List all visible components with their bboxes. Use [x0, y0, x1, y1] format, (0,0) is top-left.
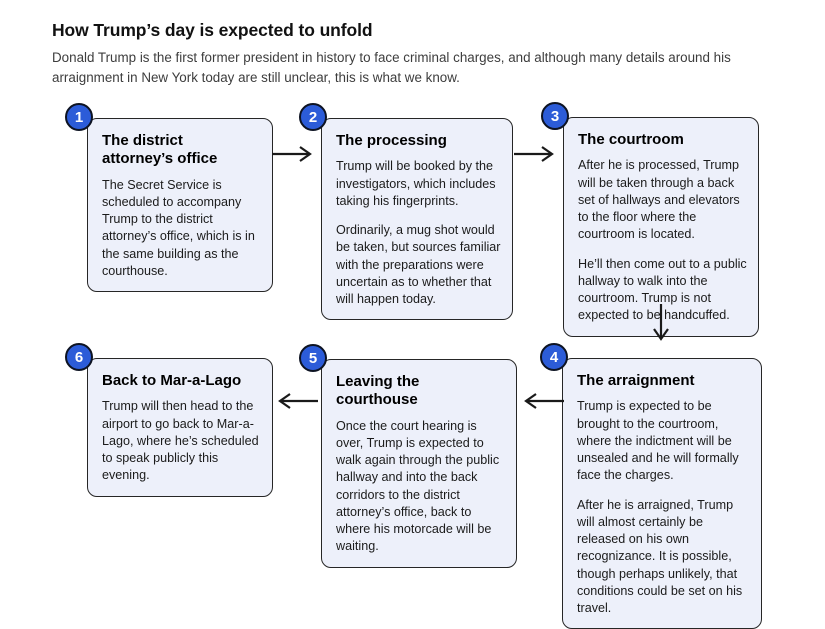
step-card-courtroom: 3 The courtroom After he is processed, T… [541, 102, 759, 337]
arrow-left-icon [272, 391, 318, 411]
step-paragraph: The Secret Service is scheduled to accom… [102, 177, 255, 278]
step-number-badge: 6 [65, 343, 93, 371]
arrow-right-icon [514, 144, 560, 164]
arrow-right-icon [272, 144, 318, 164]
step-paragraph: Trump will be booked by the investigator… [336, 159, 496, 208]
step-title: The district attorney’s office [102, 132, 218, 168]
step-number-badge: 5 [299, 344, 327, 372]
arrow-left-icon [518, 391, 564, 411]
step-title: The processing [336, 132, 447, 149]
step-paragraph: Once the court hearing is over, Trump is… [336, 418, 500, 554]
page-title: How Trump’s day is expected to unfold [52, 19, 373, 40]
page-subtitle: Donald Trump is the first former preside… [52, 50, 731, 86]
step-number-badge: 2 [299, 103, 327, 131]
step-card-leaving-courthouse: 5 Leaving the courthouse Once the court … [299, 344, 517, 568]
step-body: Trump is expected to be brought to the c… [577, 398, 750, 617]
step-paragraph: Ordinarily, a mug shot would be taken, b… [336, 223, 501, 307]
step-number-badge: 1 [65, 103, 93, 131]
step-paragraph: After he is processed, Trump will be tak… [578, 158, 740, 242]
step-title: The arraignment [577, 372, 695, 389]
step-paragraph: Trump will then head to the airport to g… [102, 399, 259, 483]
step-body: Trump will be booked by the investigator… [336, 158, 501, 308]
step-number-badge: 4 [540, 343, 568, 371]
step-body: After he is processed, Trump will be tak… [578, 157, 747, 324]
step-body: Once the court hearing is over, Trump is… [336, 418, 505, 556]
step-card-district-attorneys-office: 1 The district attorney’s office The Sec… [65, 103, 273, 293]
step-title: The courtroom [578, 131, 684, 148]
step-title: Back to Mar-a-Lago [102, 372, 242, 389]
step-title: Leaving the courthouse [336, 373, 420, 409]
step-body: Trump will then head to the airport to g… [102, 398, 261, 484]
step-paragraph: Trump is expected to be brought to the c… [577, 399, 739, 483]
step-number-badge: 3 [541, 102, 569, 130]
step-card-back-to-mar-a-lago: 6 Back to Mar-a-Lago Trump will then hea… [65, 343, 273, 497]
step-paragraph: After he is arraigned, Trump will almost… [577, 497, 743, 616]
step-body: The Secret Service is scheduled to accom… [102, 177, 261, 281]
arrow-down-icon [651, 304, 671, 344]
step-card-arraignment: 4 The arraignment Trump is expected to b… [540, 343, 762, 629]
step-paragraph: He’ll then come out to a public hallway … [578, 256, 747, 323]
step-card-processing: 2 The processing Trump will be booked by… [299, 103, 513, 321]
